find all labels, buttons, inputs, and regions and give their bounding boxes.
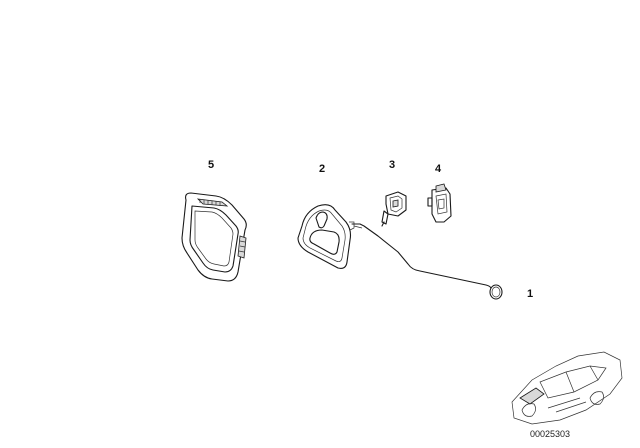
car-thumbnail-icon	[511, 351, 623, 425]
callout-3: 3	[389, 159, 395, 171]
callout-4: 4	[435, 163, 442, 175]
callout-2: 2	[319, 163, 325, 175]
part-3-clip[interactable]	[381, 191, 407, 227]
part-4-retainer[interactable]	[427, 183, 452, 223]
callout-5: 5	[208, 159, 214, 171]
part-1-cable[interactable]	[351, 223, 503, 300]
reference-number: 00025303	[530, 429, 570, 439]
callout-1: 1	[527, 288, 533, 300]
part-5-frame[interactable]	[181, 192, 247, 282]
part-2-handle[interactable]	[297, 204, 355, 269]
